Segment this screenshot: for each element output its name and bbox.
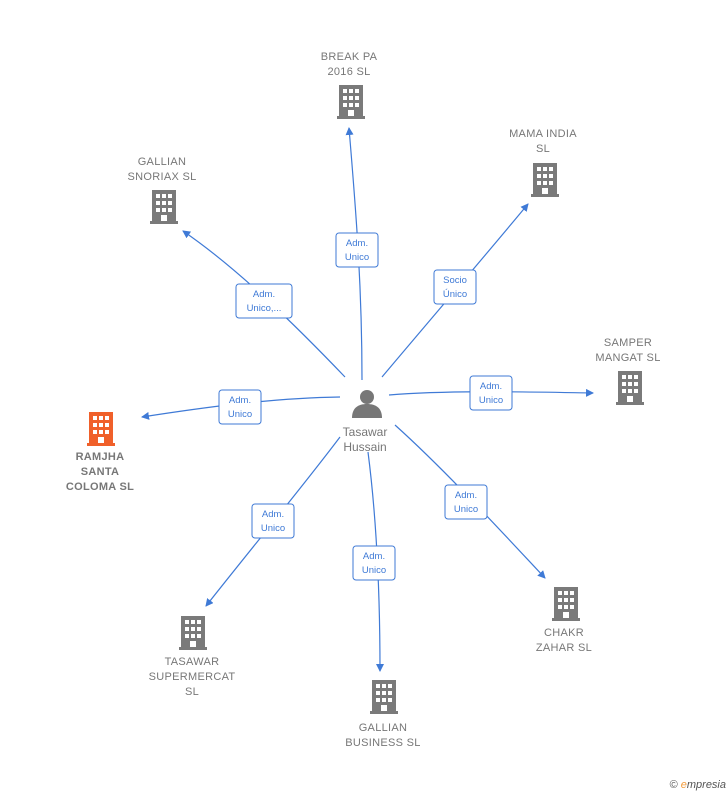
building-icon	[150, 190, 178, 224]
building-icon	[552, 587, 580, 621]
edge-role-text: Unico	[479, 395, 503, 406]
edge-role-box	[218, 389, 262, 425]
company-name-line: SNORIAX SL	[127, 171, 196, 183]
edge-chakr: Adm. Unico	[394, 424, 546, 579]
edge-ramjha: Adm. Unico	[141, 389, 341, 425]
edge-role-text: Unico	[261, 523, 285, 534]
edge-role-text: Unico	[228, 409, 252, 420]
company-node-tasawar[interactable]: TASAWAR SUPERMERCAT SL	[149, 616, 236, 698]
edge-role-text: Unico	[345, 252, 369, 263]
edge-role-badge[interactable]: Adm. Unico	[251, 503, 295, 539]
edge-role-box	[235, 283, 293, 319]
edge-role-text: Adm.	[363, 551, 385, 562]
edge-role-box	[352, 545, 396, 581]
edge-role-text: Único	[443, 289, 467, 300]
company-name-line: 2016 SL	[327, 66, 370, 78]
copyright-icon: ©	[669, 779, 678, 791]
company-name-line: SANTA	[81, 466, 120, 478]
edge-role-badge[interactable]: Adm. Unico	[469, 375, 513, 411]
company-name-line: MAMA INDIA	[509, 128, 577, 140]
edge-role-box	[444, 484, 488, 520]
edge-role-text: Adm.	[480, 381, 502, 392]
edge-gallian-snoriax: Adm. Unico,...	[182, 230, 346, 378]
edge-role-badge[interactable]: Adm. Unico	[352, 545, 396, 581]
company-name-line: COLOMA SL	[66, 481, 134, 493]
building-icon	[370, 680, 398, 714]
company-node-chakr[interactable]: CHAKR ZAHAR SL	[536, 587, 592, 654]
company-name-line: MANGAT SL	[595, 352, 660, 364]
building-icon	[531, 163, 559, 197]
building-icon	[87, 412, 115, 446]
edge-role-text: Adm.	[229, 395, 251, 406]
edge-role-text: Socio	[443, 275, 467, 286]
edge-role-text: Adm.	[262, 509, 284, 520]
person-icon	[352, 390, 382, 418]
company-name-line: SAMPER	[604, 337, 652, 349]
edge-role-badge[interactable]: Adm. Unico,...	[235, 283, 293, 319]
brand-logo-rest: mpresia	[686, 779, 726, 791]
edge-role-box	[469, 375, 513, 411]
footer-brand: © empresia	[670, 779, 726, 791]
brand-logo-initial: e	[680, 779, 687, 791]
company-node-ramjha[interactable]: RAMJHA SANTA COLOMA SL	[66, 412, 134, 493]
edge-role-text: Unico,...	[247, 303, 282, 314]
company-node-mama[interactable]: MAMA INDIA SL	[509, 128, 577, 197]
edge-samper: Adm. Unico	[388, 375, 594, 411]
company-name-line: BREAK PA	[321, 51, 378, 63]
company-name-line: BUSINESS SL	[345, 737, 420, 749]
company-node-break[interactable]: BREAK PA 2016 SL	[321, 51, 378, 119]
company-name-line: RAMJHA	[76, 451, 125, 463]
edge-gallian-business: Adm. Unico	[352, 451, 396, 672]
company-name-line: SUPERMERCAT	[149, 671, 236, 683]
person-node-center[interactable]: Tasawar Hussain	[343, 390, 388, 454]
edge-role-box	[335, 232, 379, 268]
edge-role-text: Unico	[362, 565, 386, 576]
company-name-line: TASAWAR	[165, 656, 220, 668]
edge-role-text: Adm.	[253, 289, 275, 300]
center-name-line2: Hussain	[343, 440, 386, 454]
edge-role-box	[251, 503, 295, 539]
company-name-line: CHAKR	[544, 627, 584, 639]
company-node-gallian-business[interactable]: GALLIAN BUSINESS SL	[345, 680, 420, 749]
company-name-line: ZAHAR SL	[536, 642, 592, 654]
edge-role-badge[interactable]: Adm. Unico	[218, 389, 262, 425]
edge-role-text: Adm.	[346, 238, 368, 249]
building-icon	[337, 85, 365, 119]
edge-role-badge[interactable]: Adm. Unico	[444, 484, 488, 520]
edge-role-text: Adm.	[455, 490, 477, 501]
edge-role-text: Unico	[454, 504, 478, 515]
company-node-samper[interactable]: SAMPER MANGAT SL	[595, 337, 660, 405]
edge-role-box	[433, 269, 477, 305]
company-name-line: SL	[185, 686, 199, 698]
building-icon	[179, 616, 207, 650]
company-name-line: SL	[536, 143, 550, 155]
center-name-line1: Tasawar	[343, 425, 388, 439]
building-icon	[616, 371, 644, 405]
company-name-line: GALLIAN	[138, 156, 187, 168]
edge-role-badge[interactable]: Adm. Unico	[335, 232, 379, 268]
company-name-line: GALLIAN	[359, 722, 408, 734]
edge-tasawar: Adm. Unico	[205, 436, 341, 607]
edge-break: Adm. Unico	[335, 127, 379, 381]
company-node-gallian-snoriax[interactable]: GALLIAN SNORIAX SL	[127, 156, 196, 224]
